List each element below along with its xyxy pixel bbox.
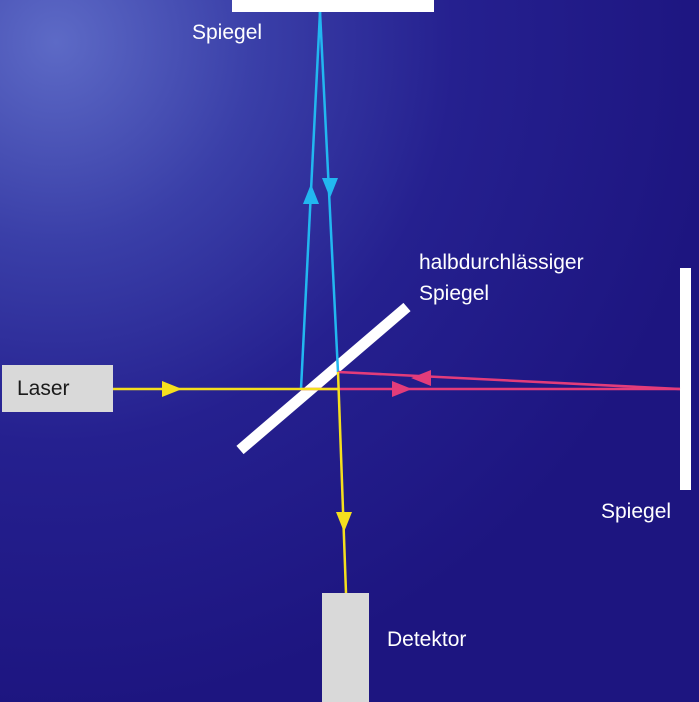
beam-splitter-label-line2: Spiegel (419, 282, 490, 305)
detector-label: Detektor (387, 628, 467, 651)
detector-box (322, 593, 369, 702)
cyan-arrow-up (303, 184, 319, 204)
pink-arrow-outgoing (392, 381, 412, 397)
pink-arrow-return (411, 370, 431, 386)
right-mirror-label: Spiegel (601, 500, 672, 523)
yellow-arrow-detector (336, 512, 352, 532)
laser-label: Laser (17, 377, 70, 400)
laser-box (2, 365, 113, 412)
yellow-arrow-laser (162, 381, 182, 397)
right-mirror (680, 268, 691, 490)
top-mirror-label: Spiegel (192, 21, 263, 44)
top-mirror (232, 0, 434, 12)
yellow-beam-detector (336, 371, 348, 594)
beam-splitter (236, 302, 411, 455)
cyan-arrow-down (322, 178, 338, 198)
pink-beam-return (337, 370, 681, 391)
beam-splitter-label-line1: halbdurchlässiger (419, 251, 584, 274)
